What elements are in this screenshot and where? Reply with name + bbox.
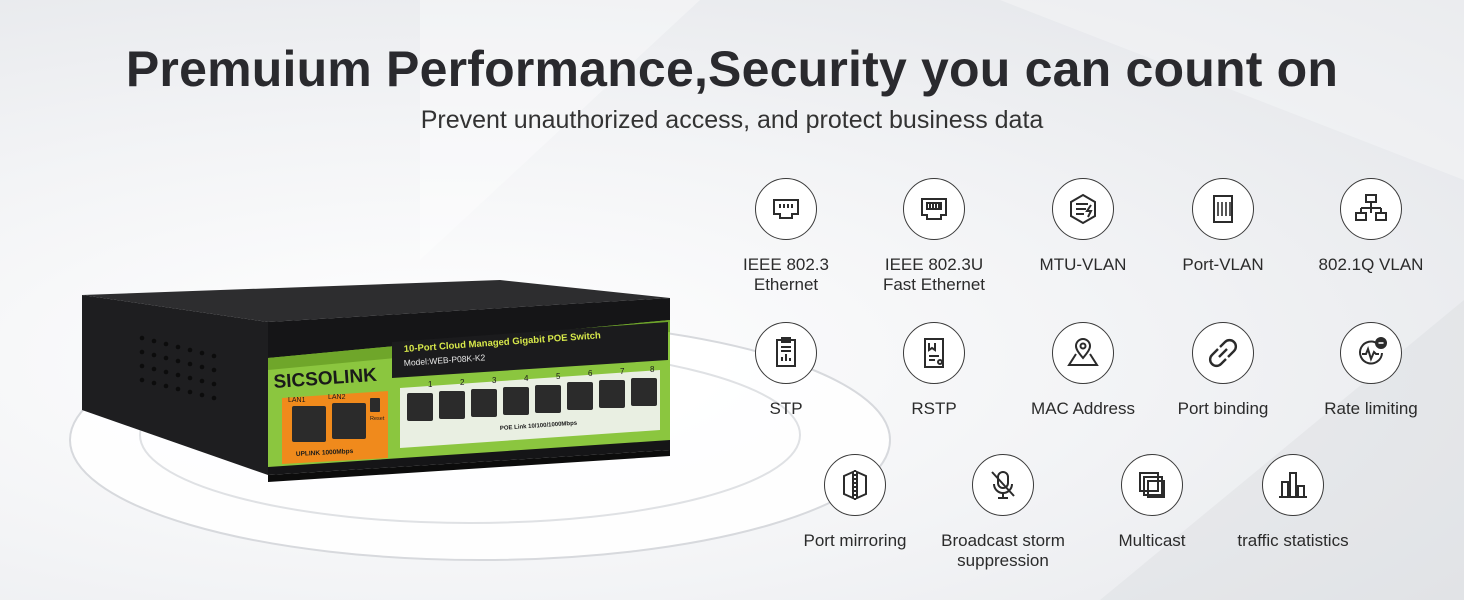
switch-product-image: SICSOLINK 10-Port Cloud Managed Gigabit … [82, 280, 670, 482]
stp-document-icon [755, 322, 817, 384]
mirror-icon [824, 454, 886, 516]
poe-link-label: POE Link 10/100/1000Mbps [500, 421, 578, 432]
mic-off-icon [972, 454, 1034, 516]
page-subtitle: Prevent unauthorized access, and protect… [420, 106, 1044, 134]
map-pin-icon [1052, 322, 1114, 384]
speed-gauge-icon [1340, 322, 1402, 384]
lan1-label: LAN1 [288, 397, 306, 404]
feature-rate-limiting: Rate limiting [1296, 322, 1446, 419]
reset-label: Reset [370, 416, 385, 422]
mtu-vlan-icon [1052, 178, 1114, 240]
port-vlan-icon [1192, 178, 1254, 240]
feature-mtu-vlan: MTU-VLAN [1008, 178, 1158, 275]
ethernet-port-icon [755, 178, 817, 240]
feature-rstp: RSTP [859, 322, 1009, 419]
rstp-document-icon [903, 322, 965, 384]
feature-port-mirroring: Port mirroring [780, 454, 930, 551]
page-title: Premuium Performance,Security you can co… [125, 41, 1339, 97]
port-number: 4 [524, 374, 529, 383]
feature-port-vlan: Port-VLAN [1148, 178, 1298, 275]
feature-stp: STP [711, 322, 861, 419]
fast-ethernet-port-icon [903, 178, 965, 240]
feature-8021q-vlan: 802.1Q VLAN [1296, 178, 1446, 275]
bar-chart-icon [1262, 454, 1324, 516]
port-number: 6 [588, 369, 593, 378]
port-number: 7 [620, 367, 625, 376]
lan2-label: LAN2 [328, 394, 346, 401]
feature-traffic-statistics: traffic statistics [1218, 454, 1368, 551]
uplink-label: UPLINK 1000Mbps [296, 448, 354, 458]
port-number: 3 [492, 376, 497, 385]
port-number: 1 [428, 380, 433, 389]
layers-icon [1121, 454, 1183, 516]
network-tree-icon [1340, 178, 1402, 240]
port-number: 2 [460, 378, 465, 387]
port-number: 5 [556, 372, 561, 381]
feature-multicast: Multicast [1077, 454, 1227, 551]
feature-mac-address: MAC Address [1008, 322, 1158, 419]
link-binding-icon [1192, 322, 1254, 384]
port-number: 8 [650, 365, 655, 374]
feature-port-binding: Port binding [1148, 322, 1298, 419]
